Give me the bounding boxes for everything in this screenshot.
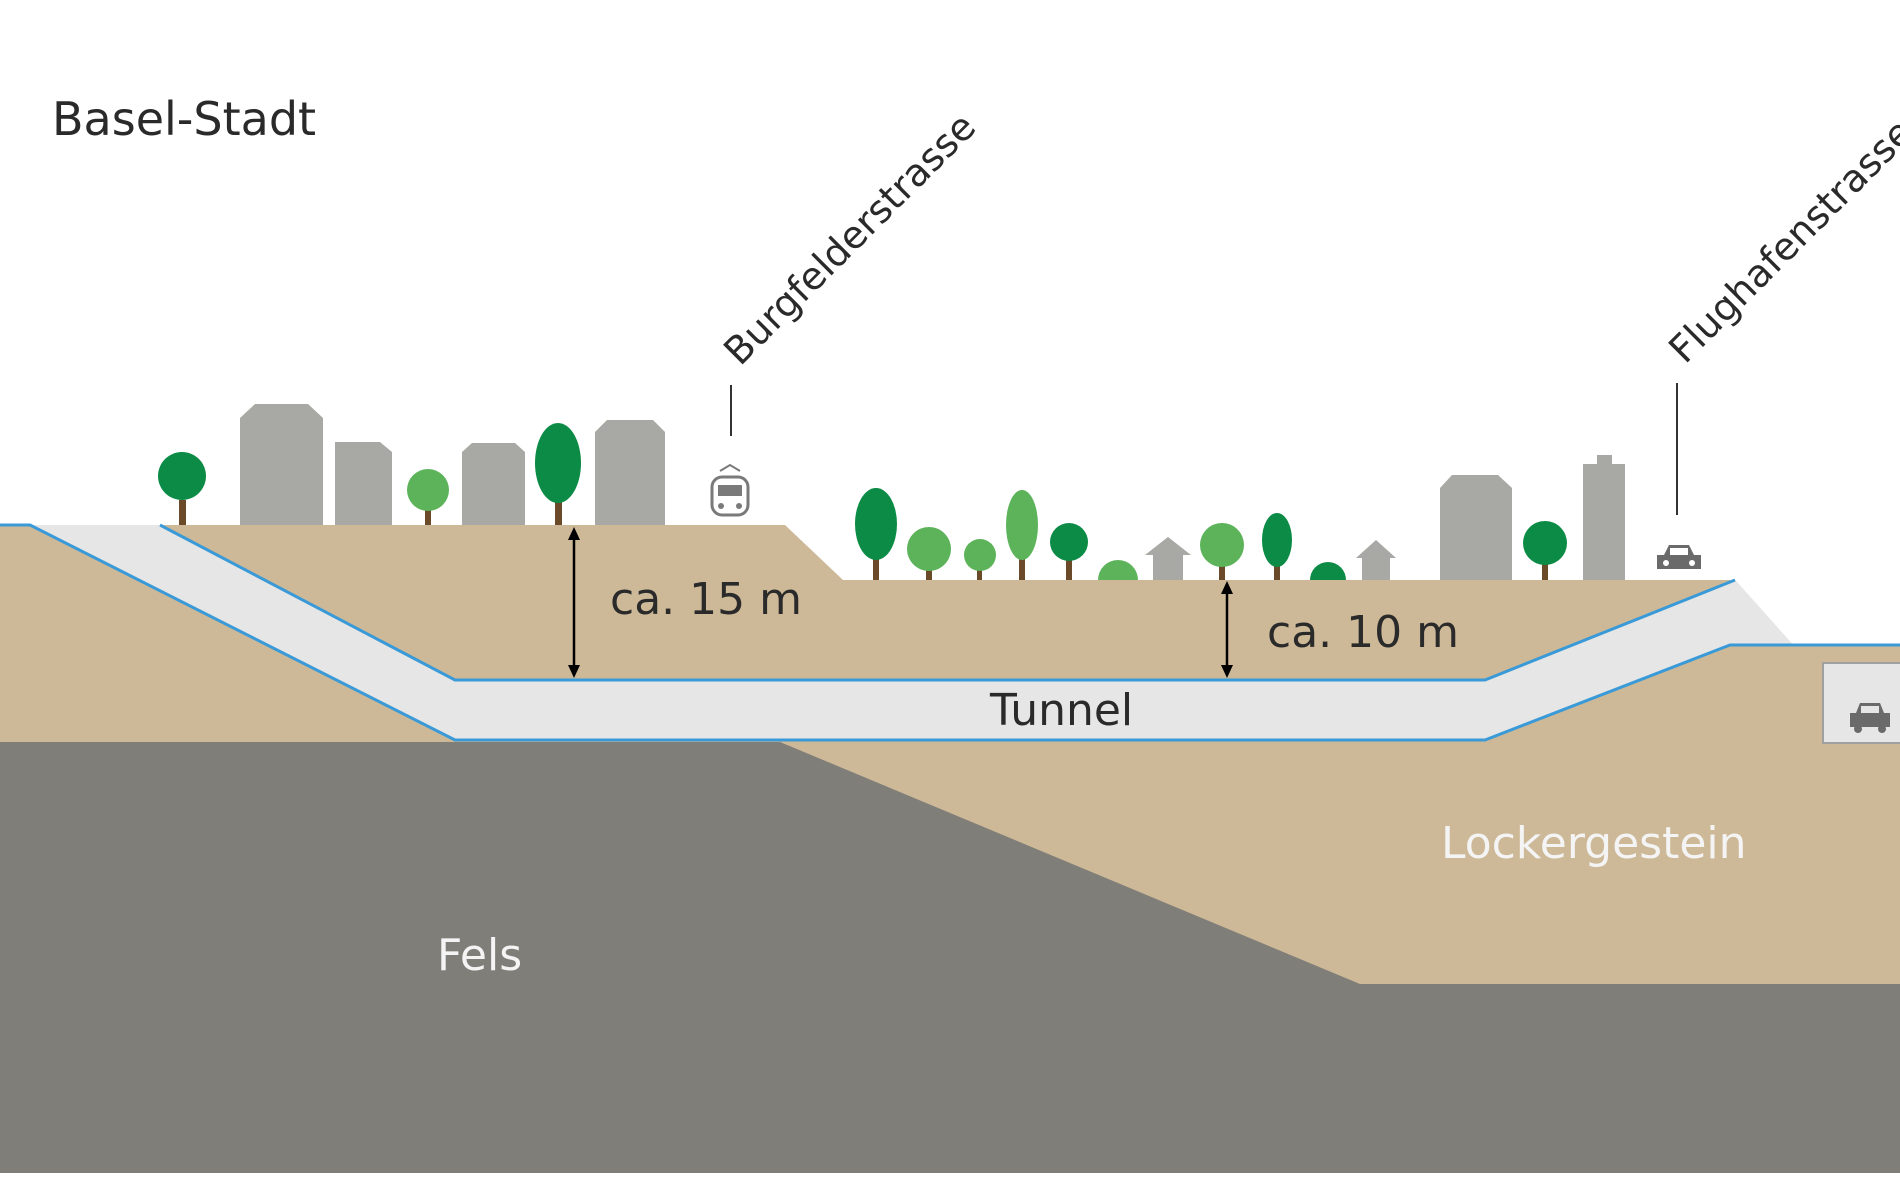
house-icon <box>1145 537 1191 580</box>
tree-icon <box>907 527 951 580</box>
tree-icon <box>1050 523 1088 580</box>
soil-layer <box>0 525 1900 984</box>
tree-icon <box>1262 513 1292 580</box>
tree-icon <box>1098 560 1138 580</box>
tunnel-label: Tunnel <box>989 685 1133 736</box>
building-icon <box>462 443 525 525</box>
tree-icon <box>855 488 897 580</box>
tree-icon <box>407 469 449 525</box>
building-icon <box>240 404 323 525</box>
depth-label-15m: ca. 15 m <box>610 574 802 625</box>
building-icon <box>1440 475 1512 580</box>
street-label-burgfelderstrasse: Burgfelderstrasse <box>715 104 984 373</box>
tree-icon <box>1200 523 1244 580</box>
tree-icon <box>1006 490 1038 580</box>
car-icon <box>1850 703 1890 733</box>
house-icon <box>1356 540 1396 580</box>
tree-icon <box>535 423 581 525</box>
tree-icon <box>1310 562 1346 580</box>
tree-icon <box>964 539 996 580</box>
building-icon <box>335 442 392 525</box>
layer-label-lockergestein: Lockergestein <box>1441 818 1747 869</box>
tram-icon <box>710 463 750 517</box>
depth-label-10m: ca. 10 m <box>1267 607 1459 658</box>
tunnel <box>30 525 1793 740</box>
tree-icon <box>1523 521 1567 580</box>
dimension-arrow-left <box>568 527 580 678</box>
layer-label-fels: Fels <box>437 930 522 981</box>
building-icon <box>595 420 665 525</box>
tree-icon <box>158 452 206 525</box>
dimension-arrow-right <box>1221 581 1233 678</box>
tunnel-bottom-edge <box>0 523 1900 742</box>
car-icon <box>1657 545 1701 569</box>
building-icon <box>1583 455 1625 580</box>
street-label-flughafenstrasse: Flughafenstrasse <box>1660 110 1900 371</box>
tunnel-top-edge <box>159 523 1736 682</box>
region-label: Basel-Stadt <box>52 92 316 146</box>
